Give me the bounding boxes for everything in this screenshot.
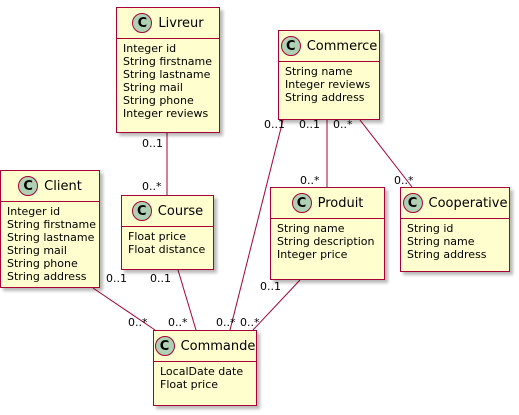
class-livreur-name: Livreur [158,15,204,31]
attribute: String description [277,235,375,248]
class-commerce-header: C Commerce [279,31,379,62]
class-commerce[interactable]: C Commerce String name Integer reviews S… [278,30,380,120]
attribute: Integer reviews [285,78,371,91]
class-livreur-attributes: Integer id String firstname String lastn… [117,39,219,120]
attribute: Float price [160,378,219,391]
attribute: String address [285,91,365,104]
class-client-name: Client [44,178,82,194]
attribute: LocalDate date [160,365,244,378]
attribute: String name [277,222,345,235]
class-cooperative-header: C Cooperative [401,188,509,219]
class-commande[interactable]: C Commande LocalDate date Float price [153,330,257,406]
class-client-header: C Client [1,171,99,202]
attribute: String address [407,248,487,261]
attribute: Integer id [123,42,177,55]
assoc-course-commande [177,269,197,331]
attribute: String name [407,235,475,248]
attribute: String name [285,65,353,78]
attribute: String phone [7,257,78,270]
class-cooperative-attributes: String id String name String address [401,219,509,261]
class-livreur[interactable]: C Livreur Integer id String firstname St… [116,7,220,133]
attribute: String address [7,270,87,283]
attribute: String lastname [7,231,95,244]
attribute: String firstname [7,218,97,231]
attribute: String id [407,222,454,235]
multiplicity-commerce-produit-target: 0..* [300,174,320,187]
class-commerce-name: Commerce [306,38,378,54]
attribute: String firstname [123,55,213,68]
class-icon: C [402,193,423,213]
class-course-attributes: Float price Float distance [122,227,213,256]
attribute: Integer price [277,248,348,261]
multiplicity-commerce-cooperative-target: 0..* [394,174,414,187]
assoc-client-commande [92,287,156,331]
class-icon: C [280,36,301,56]
class-icon: C [154,336,175,356]
assoc-produit-commande [252,279,301,331]
class-client[interactable]: C Client Integer id String firstname Str… [0,170,100,288]
class-course-header: C Course [122,196,213,227]
multiplicity-client-commande-source: 0..1 [106,272,127,285]
attribute: Float distance [128,243,206,256]
multiplicity-produit-commande-source: 0..1 [260,280,281,293]
multiplicity-client-commande-target: 0..* [128,316,148,329]
multiplicity-commerce-produit-source: 0..1 [299,118,320,131]
class-commerce-attributes: String name Integer reviews String addre… [279,62,379,104]
multiplicity-course-commande-source: 0..1 [150,272,171,285]
attribute: Integer reviews [123,107,209,120]
class-livreur-header: C Livreur [117,8,219,39]
class-icon: C [291,193,312,213]
multiplicity-produit-commande-target: 0..* [240,316,260,329]
assoc-commerce-commande [229,119,284,331]
assoc-commerce-cooperative [359,119,413,188]
class-icon: C [131,201,152,221]
class-cooperative-name: Cooperative [428,195,508,211]
multiplicity-livreur-course-target: 0..* [142,180,162,193]
class-commande-attributes: LocalDate date Float price [154,362,256,391]
class-course[interactable]: C Course Float price Float distance [121,195,214,270]
class-course-name: Course [157,203,204,219]
class-produit-header: C Produit [271,188,384,219]
class-icon: C [18,176,39,196]
attribute: String mail [7,244,67,257]
class-produit-attributes: String name String description Integer p… [271,219,384,261]
multiplicity-commerce-commande-target: 0..* [216,316,236,329]
attribute: Integer id [7,205,61,218]
multiplicity-commerce-cooperative-source: 0..* [333,118,353,131]
multiplicity-commerce-commande-source: 0..1 [264,118,285,131]
class-commande-name: Commande [180,338,256,354]
class-produit-name: Produit [317,195,364,211]
attribute: Float price [128,230,187,243]
multiplicity-livreur-course-source: 0..1 [142,137,163,150]
class-client-attributes: Integer id String firstname String lastn… [1,202,99,283]
attribute: String phone [123,94,194,107]
class-icon: C [132,13,153,33]
attribute: String lastname [123,68,211,81]
class-cooperative[interactable]: C Cooperative String id String name Stri… [400,187,510,272]
class-produit[interactable]: C Produit String name String description… [270,187,385,280]
attribute: String mail [123,81,183,94]
multiplicity-course-commande-target: 0..* [168,316,188,329]
class-commande-header: C Commande [154,331,256,362]
